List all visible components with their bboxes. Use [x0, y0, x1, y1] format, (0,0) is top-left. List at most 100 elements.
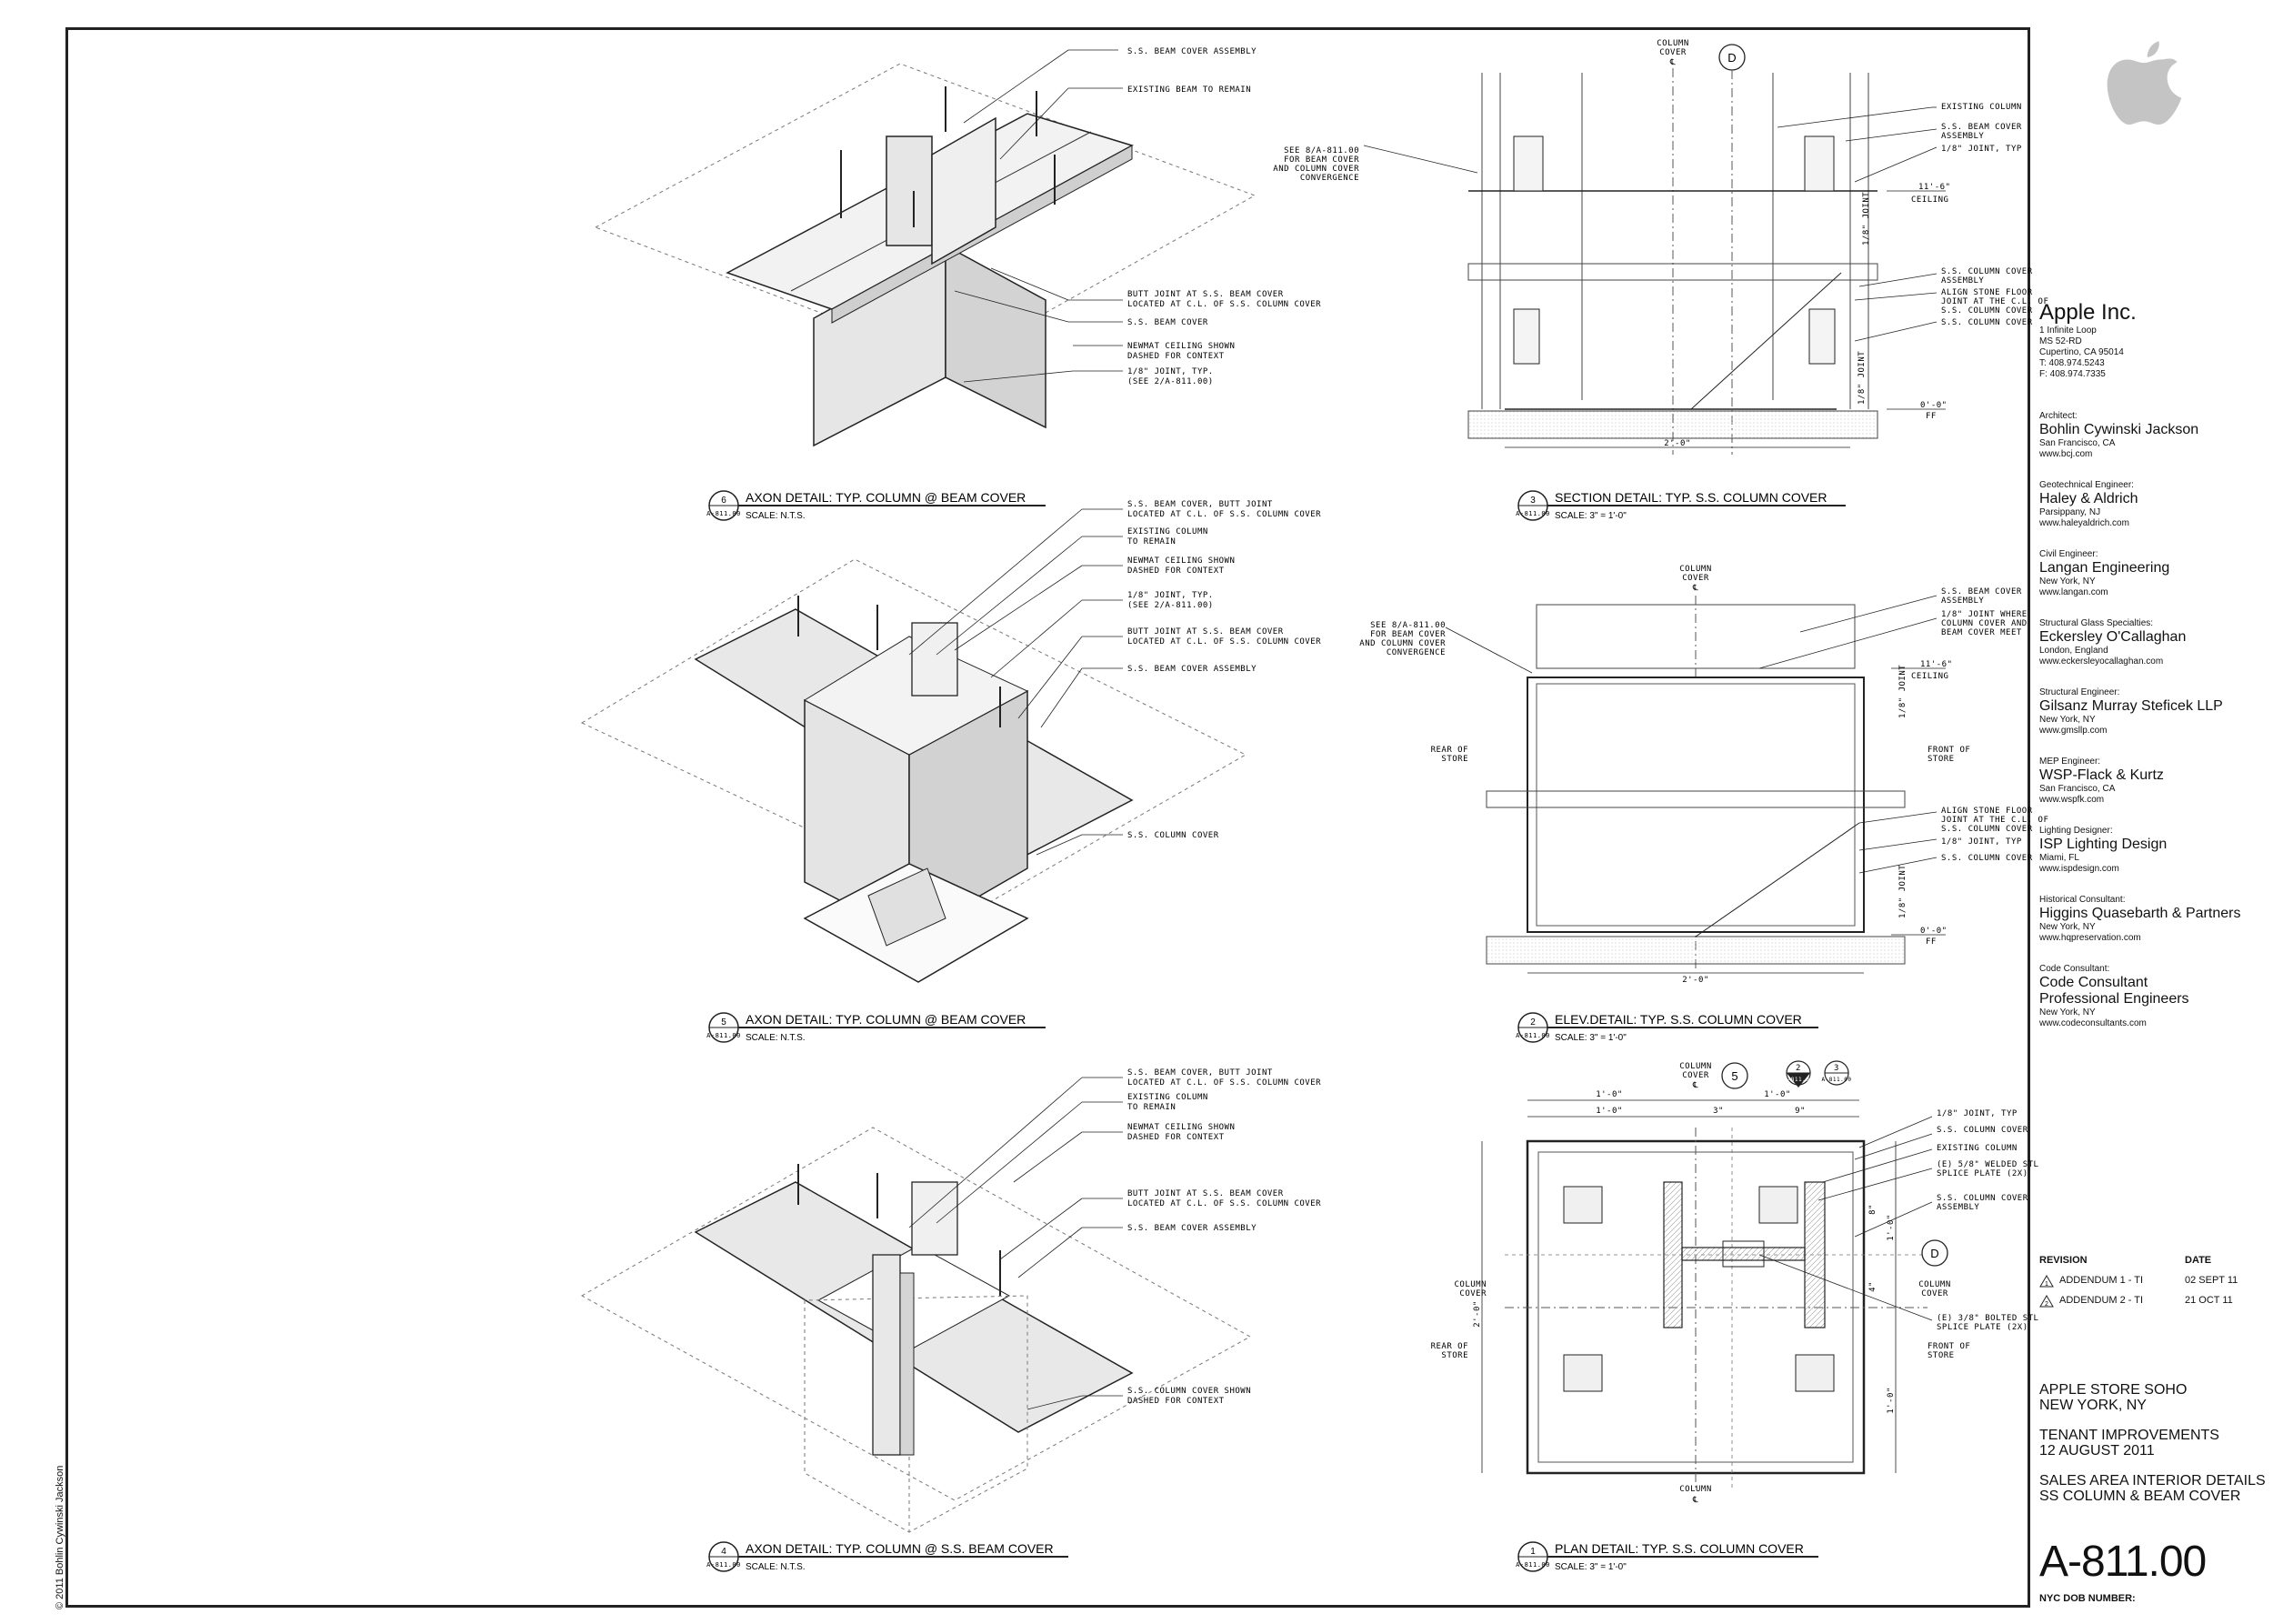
- consultant-url: www.hqpreservation.com: [2039, 933, 2141, 943]
- callout-label: S.S. COLUMN COVER: [1941, 825, 2033, 834]
- column-side-face: [945, 244, 1046, 429]
- existing-column-web: [867, 867, 946, 947]
- consultant-url: www.langan.com: [2039, 587, 2108, 597]
- leader-lines-4: [908, 1077, 1123, 1410]
- elevation-label: CEILING: [1911, 195, 1948, 205]
- sheet-number: A-811.00: [2039, 1538, 2207, 1586]
- detail-6-axon: S.S. BEAM COVER ASSEMBLY EXISTING BEAM T…: [594, 47, 1321, 521]
- existing-column-web: [1681, 1247, 1806, 1261]
- callout-label: LOCATED AT C.L. OF S.S. COLUMN COVER: [1127, 1078, 1321, 1088]
- existing-column-flange: [1663, 1181, 1683, 1328]
- consultant-role: Structural Glass Specialties:: [2039, 618, 2154, 628]
- grid-label: D: [1727, 51, 1736, 65]
- consultant-role: Civil Engineer:: [2039, 549, 2098, 559]
- detail-2-elevation: COLUMN COVER ℄ 2'-0" S.S. BEAM COVER ASS…: [1359, 565, 2048, 1043]
- consultant-firm: Bohlin Cywinski Jackson: [2039, 422, 2199, 437]
- consultant-firm: ISP Lighting Design: [2039, 837, 2168, 852]
- grid-label: D: [1930, 1247, 1938, 1260]
- callout-label: LOCATED AT C.L. OF S.S. COLUMN COVER: [1127, 1199, 1321, 1208]
- revision-table: REVISION DATE 1 ADDENDUM 1 - TI 02 SEPT …: [2039, 1255, 2267, 1315]
- dimension-label: 1'-0": [1887, 1387, 1896, 1414]
- revision-label: ADDENDUM 2 - TI: [2059, 1295, 2144, 1306]
- revision-header-row: REVISION DATE: [2039, 1255, 2267, 1275]
- joint-label: 1/8" JOINT: [1898, 665, 1908, 718]
- consultant-location: Parsippany, NJ: [2039, 507, 2101, 517]
- consultant-location: New York, NY: [2039, 1007, 2096, 1018]
- consultant-role: Geotechnical Engineer:: [2039, 480, 2134, 490]
- consultant-firm: WSP-Flack & Kurtz: [2039, 767, 2164, 783]
- callout-label: EXISTING COLUMN: [1937, 1144, 2018, 1153]
- dimension-label: 4": [1868, 1281, 1877, 1292]
- column-cover-side-label: COLUMN: [1454, 1280, 1487, 1289]
- section-tag: 2 A-811.00: [1784, 1060, 1813, 1088]
- leader-lines-6: [954, 49, 1123, 383]
- apple-logo-icon: [2107, 41, 2182, 125]
- callout-label: S.S. BEAM COVER: [1941, 123, 2022, 132]
- column-cover-side-label: COVER: [1459, 1289, 1487, 1298]
- consultant-architect: Architect: Bohlin Cywinski Jackson San F…: [2039, 411, 2267, 460]
- grid-bubble: [1721, 1062, 1748, 1089]
- svg-text:℄: ℄: [1692, 1081, 1698, 1090]
- detail-scale: SCALE: N.T.S.: [746, 511, 806, 521]
- beam-cover-top: [1536, 604, 1856, 669]
- dimension-label: 2'-0": [1473, 1300, 1482, 1328]
- beam-band: [1467, 263, 1878, 281]
- bracket: [1808, 308, 1836, 365]
- consultant-role: Historical Consultant:: [2039, 895, 2126, 905]
- dimension-label: 8": [1868, 1204, 1877, 1215]
- dob-number: NYC DOB NUMBER:: [2039, 1593, 2136, 1604]
- existing-column-web: [899, 1272, 915, 1456]
- rear-of-store: STORE: [1441, 1351, 1468, 1360]
- splice-plate: [1795, 1354, 1835, 1392]
- column-label: COLUMN: [1679, 1485, 1712, 1494]
- consultant-firm: Higgins Quasebarth & Partners: [2039, 906, 2241, 921]
- consultant-location: New York, NY: [2039, 922, 2096, 932]
- callout-label: DASHED FOR CONTEXT: [1127, 352, 1225, 361]
- callout-label: BUTT JOINT AT S.S. BEAM COVER: [1127, 290, 1284, 299]
- consultant-url: www.gmsllp.com: [2039, 726, 2108, 736]
- dimension-label: 2'-0": [1682, 976, 1709, 985]
- callout-label: NEWMAT CEILING SHOWN: [1127, 556, 1235, 566]
- dimension-label: 1'-0": [1887, 1214, 1896, 1241]
- elevation-label: 0'-0": [1920, 401, 1948, 410]
- detail-scale: SCALE: 3" = 1'-0": [1555, 511, 1627, 521]
- detail-scale: SCALE: N.T.S.: [746, 1562, 806, 1572]
- bracket: [1513, 308, 1540, 365]
- rear-of-store: REAR OF: [1431, 1342, 1468, 1351]
- ceiling-dashed-outline: [580, 1127, 1252, 1501]
- svg-text:℄: ℄: [1692, 584, 1698, 593]
- beam-band: [1486, 790, 1906, 808]
- front-of-store: FRONT OF: [1928, 746, 1970, 755]
- callout-label: S.S. BEAM COVER, BUTT JOINT: [1127, 500, 1273, 509]
- callout-label: EXISTING COLUMN: [1127, 527, 1208, 536]
- elevation-label: CEILING: [1911, 672, 1948, 681]
- consultant-role: MEP Engineer:: [2039, 757, 2101, 767]
- detail-number: 4: [721, 1547, 726, 1557]
- consultant-firm: Haley & Aldrich: [2039, 491, 2138, 506]
- consultant-url: www.eckersleyocallaghan.com: [2039, 657, 2164, 667]
- client-address: 1 Infinite Loop: [2039, 326, 2097, 336]
- callout-label: ASSEMBLY: [1937, 1203, 1979, 1212]
- detail-ref: A-811.00: [1516, 1032, 1550, 1039]
- detail-number: 6: [721, 496, 726, 506]
- callout-label: LOCATED AT C.L. OF S.S. COLUMN COVER: [1127, 300, 1321, 309]
- delta-icon: 2: [2039, 1295, 2054, 1310]
- column-cover-label: COVER: [1682, 1071, 1709, 1080]
- consultant-location: New York, NY: [2039, 715, 2096, 725]
- detail-5-axon: S.S. BEAM COVER, BUTT JOINT LOCATED AT C…: [580, 500, 1321, 1043]
- consultant-role: Code Consultant:: [2039, 964, 2110, 974]
- existing-column-lines: [1481, 73, 1869, 409]
- callout-label: S.S. COLUMN COVER: [1937, 1126, 2028, 1135]
- see-note: FOR BEAM COVER: [1284, 155, 1359, 165]
- svg-text:1: 1: [2045, 1281, 2048, 1288]
- callout-label: 1/8" JOINT WHERE: [1941, 610, 2028, 619]
- callout-label: NEWMAT CEILING SHOWN: [1127, 1123, 1235, 1132]
- sheet-subtitle: SS COLUMN & BEAM COVER: [2039, 1489, 2241, 1504]
- elevation-label: FF: [1926, 937, 1937, 947]
- splice-plate: [1563, 1354, 1603, 1392]
- client-address: Cupertino, CA 95014: [2039, 347, 2124, 357]
- detail-title: AXON DETAIL: TYP. COLUMN @ BEAM COVER: [746, 490, 1026, 505]
- leader-lines-3: [1363, 106, 1938, 342]
- callout-label: JOINT AT THE C.L. OF: [1941, 297, 2048, 306]
